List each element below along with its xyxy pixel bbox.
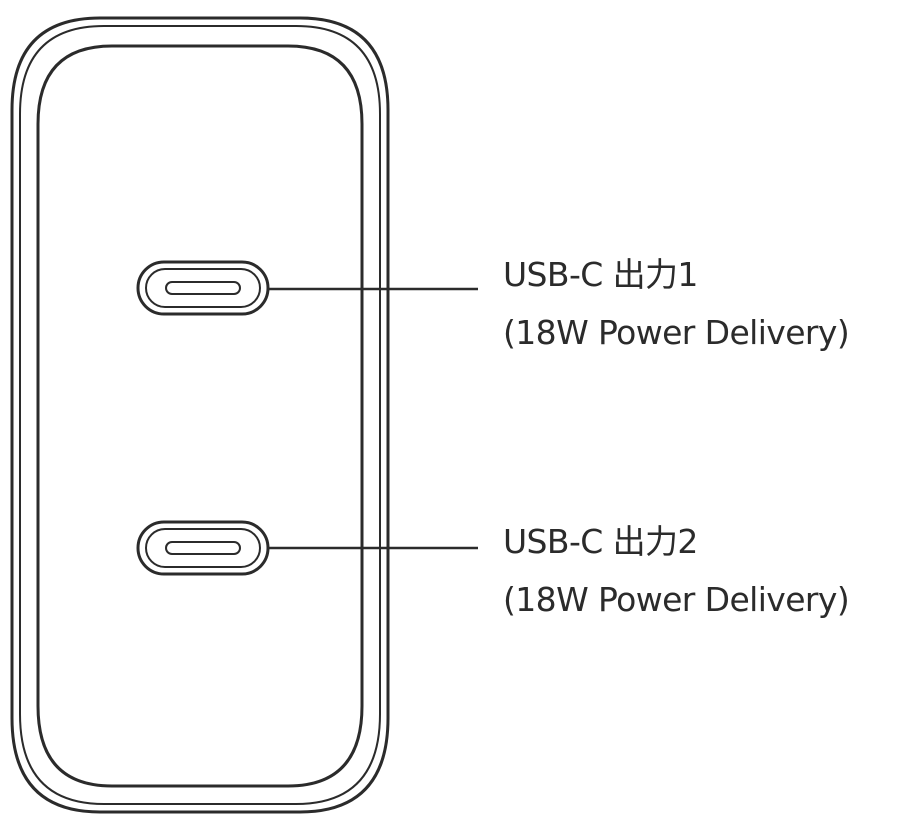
usb-c-port-2-tongue bbox=[165, 541, 241, 555]
callout-port-1: USB-C 出力1 (18W Power Delivery) bbox=[503, 246, 850, 362]
usb-c-port-1 bbox=[136, 260, 270, 316]
charger-outline-middle bbox=[19, 25, 381, 805]
charger-body bbox=[10, 16, 390, 814]
callout-port-1-title: USB-C 出力1 bbox=[503, 255, 698, 294]
callout-port-2-title: USB-C 出力2 bbox=[503, 522, 698, 561]
callout-port-2: USB-C 出力2 (18W Power Delivery) bbox=[503, 513, 850, 629]
usb-c-port-1-tongue bbox=[165, 281, 241, 295]
callout-port-1-detail: (18W Power Delivery) bbox=[503, 313, 850, 352]
usb-c-port-1-middle bbox=[145, 268, 261, 308]
usb-c-port-2-middle bbox=[145, 528, 261, 568]
usb-c-port-2 bbox=[136, 520, 270, 576]
charger-outline-inner bbox=[36, 44, 364, 788]
callout-port-2-detail: (18W Power Delivery) bbox=[503, 580, 850, 619]
charger-outline-outer bbox=[10, 16, 390, 814]
